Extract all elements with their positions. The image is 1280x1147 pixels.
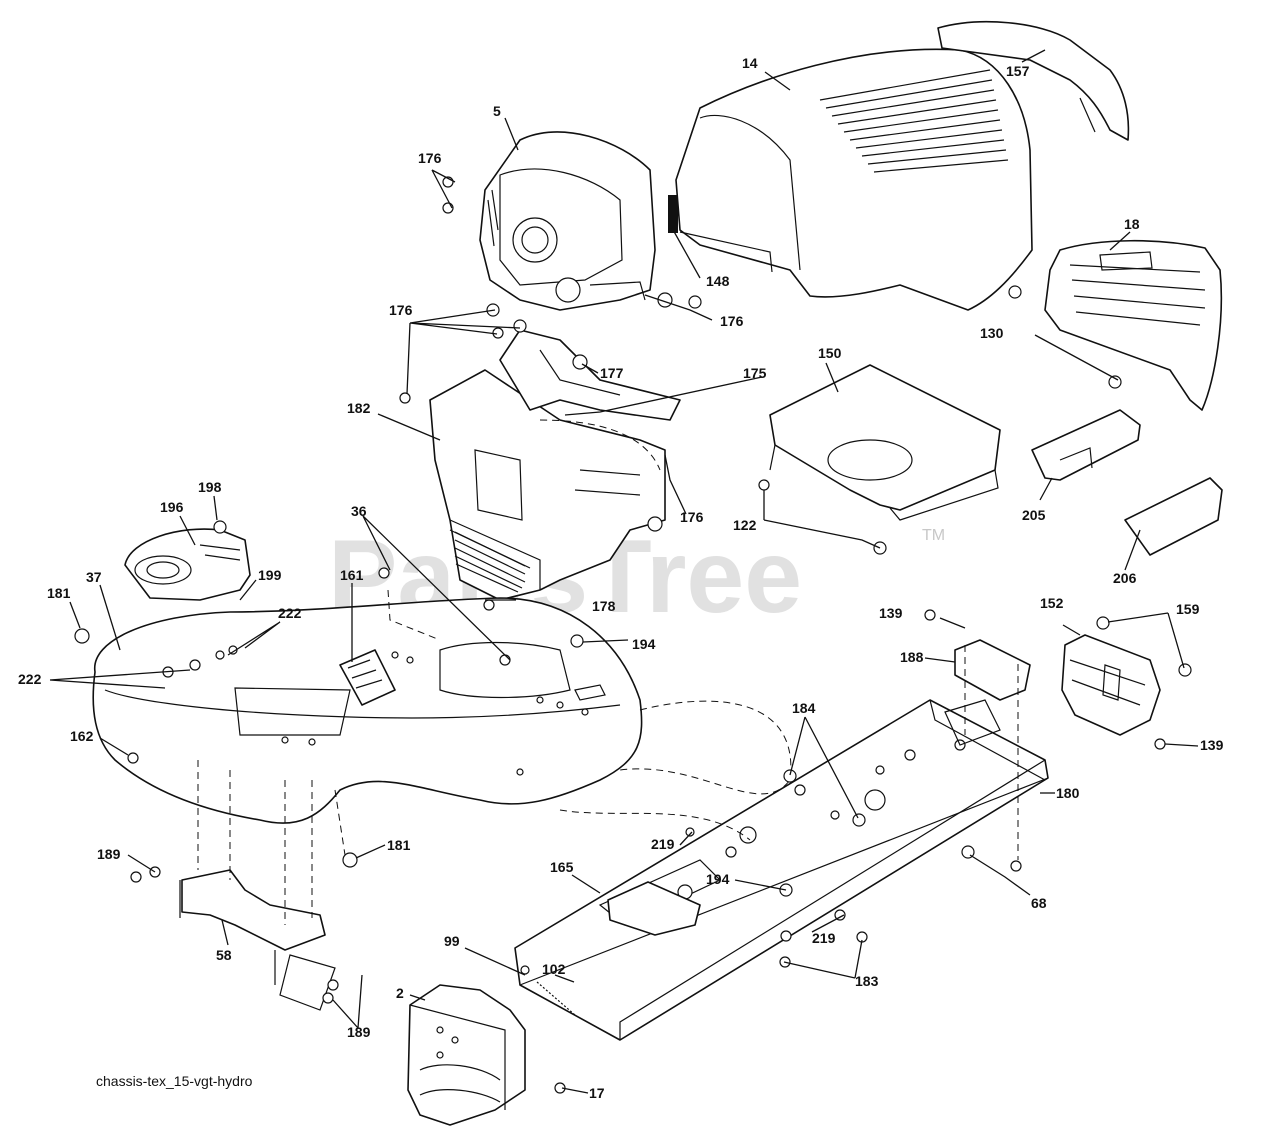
part-label: 189 xyxy=(347,1024,371,1040)
part-label: 58 xyxy=(216,947,232,963)
part-label: 180 xyxy=(1056,785,1080,801)
part-label: 14 xyxy=(742,55,758,71)
part-label: 5 xyxy=(493,103,501,119)
grille-strip-part-157 xyxy=(937,20,1130,141)
fasteners xyxy=(74,176,1192,1094)
part-label: 194 xyxy=(706,871,730,887)
hood-part-14 xyxy=(668,48,1033,311)
console-part-182 xyxy=(429,369,666,601)
part-label: 175 xyxy=(743,365,767,381)
part-label: 2 xyxy=(396,985,404,1001)
part-label: 188 xyxy=(900,649,924,665)
part-label: 176 xyxy=(418,150,442,166)
part-label: 159 xyxy=(1176,601,1200,617)
plate-part-188 xyxy=(954,639,1031,701)
part-label: 148 xyxy=(706,273,730,289)
part-label: 99 xyxy=(444,933,460,949)
console-vent xyxy=(454,531,526,593)
part-label: 139 xyxy=(879,605,903,621)
part-label: 219 xyxy=(812,930,836,946)
bracket-part-175 xyxy=(499,329,681,421)
part-label: 36 xyxy=(351,503,367,519)
part-label: 157 xyxy=(1006,63,1030,79)
part-label: 196 xyxy=(160,499,184,515)
frame-part-180 xyxy=(514,699,1049,1041)
part-label: 122 xyxy=(733,517,757,533)
part-labels: 14 157 5 176 148 176 18 130 176 177 175 … xyxy=(18,55,1224,1101)
part-label: 176 xyxy=(720,313,744,329)
part-label: 130 xyxy=(980,325,1004,341)
part-label: 17 xyxy=(589,1085,605,1101)
dash-panel-part-5 xyxy=(479,131,656,311)
part-label: 150 xyxy=(818,345,842,361)
part-label: 18 xyxy=(1124,216,1140,232)
seat-pan-part-196 xyxy=(124,528,251,601)
part-label: 176 xyxy=(680,509,704,525)
part-label: 205 xyxy=(1022,507,1046,523)
part-label: 219 xyxy=(651,836,675,852)
front-bracket-part-2 xyxy=(407,984,526,1126)
fender-deck xyxy=(92,597,643,824)
part-label: 68 xyxy=(1031,895,1047,911)
heat-shield-part-205 xyxy=(1031,409,1141,481)
part-label: 165 xyxy=(550,859,574,875)
part-label: 152 xyxy=(1040,595,1064,611)
part-label: 181 xyxy=(47,585,71,601)
part-label: 162 xyxy=(70,728,94,744)
part-label: 37 xyxy=(86,569,102,585)
fender-cushion-part-161 xyxy=(339,649,396,706)
part-label: 176 xyxy=(389,302,413,318)
part-label: 222 xyxy=(278,605,302,621)
part-label: 194 xyxy=(632,636,656,652)
tank-cover-part-150 xyxy=(769,364,1001,521)
part-label: 139 xyxy=(1200,737,1224,753)
bracket-part-58 xyxy=(179,869,336,1011)
leader-lines xyxy=(49,49,1199,1094)
side-panel-part-18 xyxy=(1044,239,1223,411)
part-label: 183 xyxy=(855,973,879,989)
part-label: 178 xyxy=(592,598,616,614)
part-label: 189 xyxy=(97,846,121,862)
part-label: 206 xyxy=(1113,570,1137,586)
part-label: 198 xyxy=(198,479,222,495)
part-label: 161 xyxy=(340,567,364,583)
pedal-bracket-part-165 xyxy=(607,881,701,936)
part-label: 199 xyxy=(258,567,282,583)
part-label: 181 xyxy=(387,837,411,853)
diagram-caption: chassis-tex_15-vgt-hydro xyxy=(96,1073,253,1089)
dashed-guides xyxy=(197,419,1019,925)
shield-part-206 xyxy=(1124,477,1223,556)
bumper-part-152 xyxy=(1061,634,1161,736)
part-label: 177 xyxy=(600,365,624,381)
part-label: 182 xyxy=(347,400,371,416)
part-label: 222 xyxy=(18,671,42,687)
part-label: 102 xyxy=(542,961,566,977)
part-label: 184 xyxy=(792,700,816,716)
watermark-tm: TM xyxy=(922,527,945,544)
